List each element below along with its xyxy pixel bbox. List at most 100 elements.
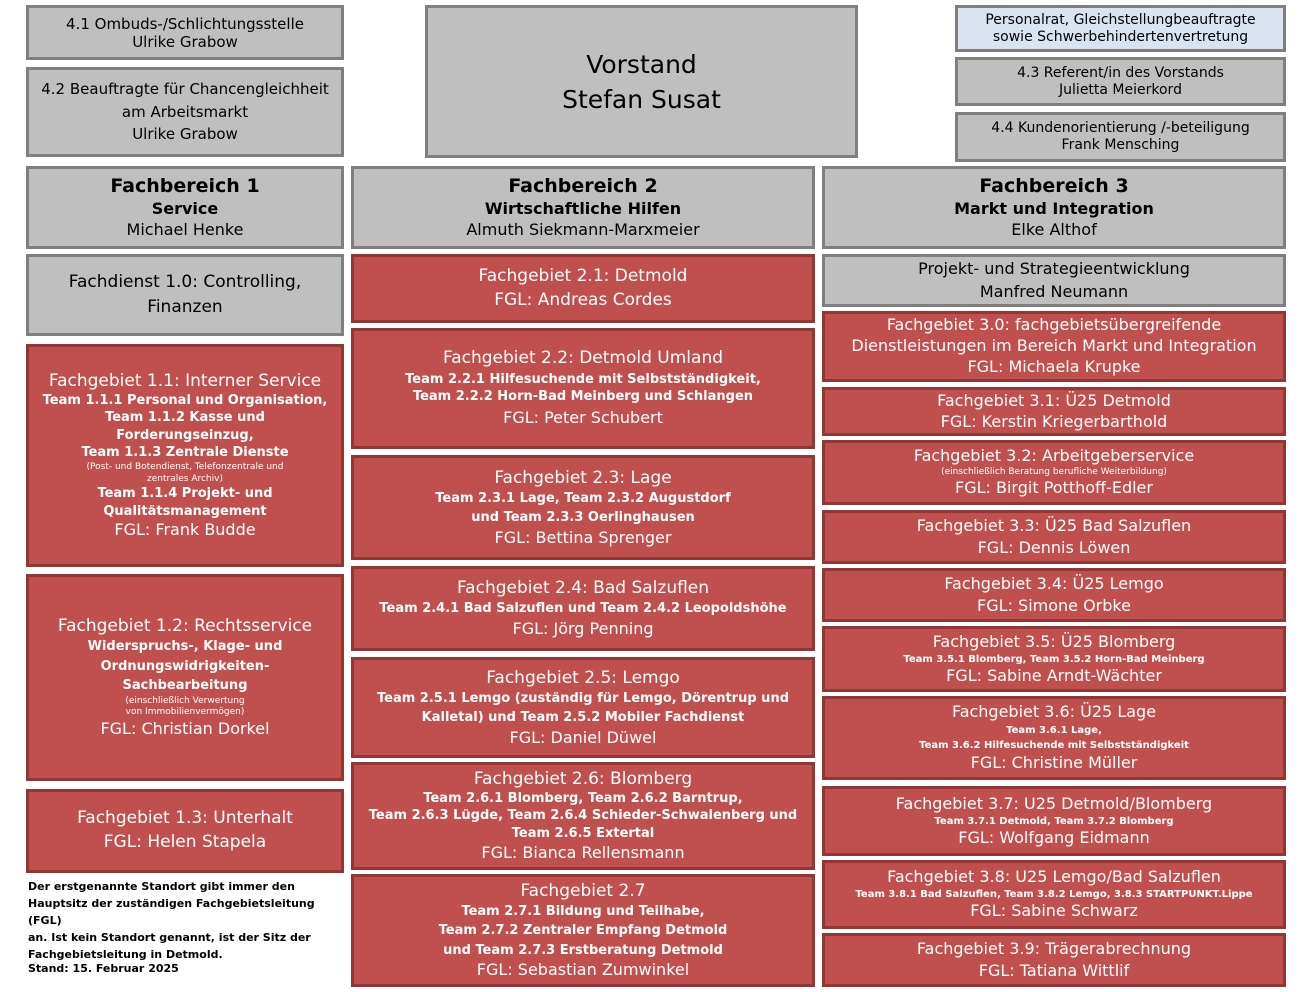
fachbereich-1-title: Fachbereich 1 bbox=[110, 175, 260, 198]
fachbereich-3-header: Fachbereich 3 Markt und Integration Elke… bbox=[822, 166, 1286, 249]
ombuds-title: 4.1 Ombuds-/Schlichtungsstelle bbox=[66, 14, 304, 33]
fachgebiet-1-1-team-line6: Qualitätsmanagement bbox=[103, 503, 267, 519]
fachgebiet-2-3-box: Fachgebiet 2.3: Lage Team 2.3.1 Lage, Te… bbox=[351, 455, 815, 560]
fachgebiet-2-7-team-line1: Team 2.7.1 Bildung und Teilhabe, bbox=[461, 903, 705, 919]
fachgebiet-1-3-box: Fachgebiet 1.3: Unterhalt FGL: Helen Sta… bbox=[26, 789, 344, 873]
fachbereich-3-subtitle: Markt und Integration bbox=[954, 199, 1154, 219]
fachgebiet-2-1-box: Fachgebiet 2.1: Detmold FGL: Andreas Cor… bbox=[351, 254, 815, 323]
fachgebiet-3-8-title: Fachgebiet 3.8: U25 Lemgo/Bad Salzuflen bbox=[887, 867, 1221, 887]
fachbereich-2-name: Almuth Siekmann-Marxmeier bbox=[466, 219, 700, 239]
fachgebiet-1-2-note-line1: (einschließlich Verwertung bbox=[125, 695, 245, 706]
fachgebiet-3-3-title: Fachgebiet 3.3: Ü25 Bad Salzuflen bbox=[916, 515, 1192, 535]
fachgebiet-3-2-note: (einschließlich Beratung berufliche Weit… bbox=[941, 466, 1167, 477]
vorstand-box: Vorstand Stefan Susat bbox=[425, 5, 858, 158]
fachgebiet-2-5-team-line1: Team 2.5.1 Lemgo (zuständig für Lemgo, D… bbox=[376, 690, 789, 706]
fachgebiet-1-2-line3: Sachbearbeitung bbox=[122, 678, 248, 694]
fachdienst-1-0-line2: Finanzen bbox=[147, 297, 223, 317]
projektentwicklung-name: Manfred Neumann bbox=[979, 281, 1129, 301]
fachgebiet-1-1-note-line1: (Post- und Botendienst, Telefonzentrale … bbox=[86, 462, 284, 472]
kundenorientierung-box: 4.4 Kundenorientierung /-beteiligung Fra… bbox=[955, 112, 1286, 162]
chancengleichheit-name: Ulrike Grabow bbox=[132, 125, 238, 144]
fachgebiet-2-5-fgl: FGL: Daniel Düwel bbox=[509, 727, 657, 747]
fachgebiet-2-3-team-line2: und Team 2.3.3 Oerlinghausen bbox=[471, 510, 695, 526]
fachgebiet-1-2-fgl: FGL: Christian Dorkel bbox=[100, 719, 270, 739]
projektentwicklung-title: Projekt- und Strategieentwicklung bbox=[918, 259, 1190, 279]
location-note-line1: Der erstgenannte Standort gibt immer den bbox=[28, 880, 295, 893]
location-note-line2: Hauptsitz der zuständigen Fachgebietslei… bbox=[28, 897, 315, 928]
fachgebiet-2-4-title: Fachgebiet 2.4: Bad Salzuflen bbox=[456, 578, 710, 599]
fachgebiet-2-6-team-line2: Team 2.6.3 Lügde, Team 2.6.4 Schieder-Sc… bbox=[368, 808, 798, 824]
chancengleichheit-subtitle: am Arbeitsmarkt bbox=[121, 102, 249, 121]
fachbereich-1-subtitle: Service bbox=[151, 199, 219, 219]
fachgebiet-2-5-team-line2: Kalletal) und Team 2.5.2 Mobiler Fachdie… bbox=[421, 710, 745, 726]
fachgebiet-1-2-line2: Ordnungswidrigkeiten- bbox=[100, 658, 270, 674]
fachgebiet-1-1-team-line5: Team 1.1.4 Projekt- und bbox=[97, 486, 273, 502]
fachbereich-1-header: Fachbereich 1 Service Michael Henke bbox=[26, 166, 344, 249]
fachgebiet-1-2-title: Fachgebiet 1.2: Rechtsservice bbox=[57, 616, 313, 637]
fachgebiet-3-9-fgl: FGL: Tatiana Wittlif bbox=[978, 961, 1130, 980]
fachgebiet-1-2-note-line2: von Immobilienvermögen) bbox=[125, 707, 245, 718]
fachgebiet-2-7-title: Fachgebiet 2.7 bbox=[520, 880, 646, 901]
fachgebiet-3-1-title: Fachgebiet 3.1: Ü25 Detmold bbox=[937, 390, 1171, 410]
fachgebiet-2-5-box: Fachgebiet 2.5: Lemgo Team 2.5.1 Lemgo (… bbox=[351, 657, 815, 758]
fachgebiet-2-6-title: Fachgebiet 2.6: Blomberg bbox=[473, 768, 693, 789]
projektentwicklung-box: Projekt- und Strategieentwicklung Manfre… bbox=[822, 254, 1286, 307]
fachgebiet-2-5-title: Fachgebiet 2.5: Lemgo bbox=[486, 667, 680, 688]
fachgebiet-3-3-fgl: FGL: Dennis Löwen bbox=[977, 538, 1131, 557]
fachgebiet-3-6-title: Fachgebiet 3.6: Ü25 Lage bbox=[951, 702, 1157, 722]
fachgebiet-2-7-fgl: FGL: Sebastian Zumwinkel bbox=[476, 960, 690, 980]
location-note-line3: an. Ist kein Standort genannt, ist der S… bbox=[28, 931, 311, 945]
fachgebiet-2-1-fgl: FGL: Andreas Cordes bbox=[494, 289, 672, 310]
fachbereich-2-title: Fachbereich 2 bbox=[508, 175, 658, 198]
fachbereich-3-title: Fachbereich 3 bbox=[979, 175, 1129, 198]
referent-box: 4.3 Referent/in des Vorstands Julietta M… bbox=[955, 57, 1286, 106]
fachgebiet-3-9-title: Fachgebiet 3.9: Trägerabrechnung bbox=[916, 938, 1192, 958]
fachgebiet-1-2-box: Fachgebiet 1.2: Rechtsservice Widerspruc… bbox=[26, 574, 344, 781]
fachbereich-2-subtitle: Wirtschaftliche Hilfen bbox=[484, 199, 682, 219]
fachgebiet-3-2-title: Fachgebiet 3.2: Arbeitgeberservice bbox=[913, 445, 1195, 465]
fachgebiet-3-8-team-line1: Team 3.8.1 Bad Salzuflen, Team 3.8.2 Lem… bbox=[855, 889, 1253, 900]
fachgebiet-3-7-box: Fachgebiet 3.7: U25 Detmold/Blomberg Tea… bbox=[822, 786, 1286, 856]
fachgebiet-3-5-team-line1: Team 3.5.1 Blomberg, Team 3.5.2 Horn-Bad… bbox=[903, 653, 1205, 665]
fachgebiet-3-2-box: Fachgebiet 3.2: Arbeitgeberservice (eins… bbox=[822, 440, 1286, 505]
fachgebiet-2-2-team-line2: Team 2.2.2 Horn-Bad Meinberg und Schlang… bbox=[412, 389, 754, 405]
fachdienst-1-0-line1: Fachdienst 1.0: Controlling, bbox=[68, 272, 302, 293]
chancengleichheit-box: 4.2 Beauftragte für Chancengleichheit am… bbox=[26, 67, 344, 157]
kundenorientierung-title: 4.4 Kundenorientierung /-beteiligung bbox=[991, 120, 1250, 137]
referent-name: Julietta Meierkord bbox=[1059, 81, 1182, 98]
fachgebiet-1-1-fgl: FGL: Frank Budde bbox=[114, 520, 256, 540]
stand-date: Stand: 15. Februar 2025 bbox=[28, 962, 179, 975]
personalrat-line1: Personalrat, Gleichstellungbeauftragte bbox=[985, 11, 1256, 28]
location-note: Der erstgenannte Standort gibt immer den… bbox=[28, 878, 348, 963]
fachgebiet-2-7-team-line2: Team 2.7.2 Zentraler Empfang Detmold bbox=[438, 923, 728, 939]
fachgebiet-2-2-team-line1: Team 2.2.1 Hilfesuchende mit Selbstständ… bbox=[405, 371, 761, 387]
fachdienst-1-0-box: Fachdienst 1.0: Controlling, Finanzen bbox=[26, 254, 344, 336]
fachgebiet-1-3-fgl: FGL: Helen Stapela bbox=[103, 832, 267, 852]
fachbereich-3-name: Elke Althof bbox=[1011, 219, 1097, 239]
fachgebiet-2-4-box: Fachgebiet 2.4: Bad Salzuflen Team 2.4.1… bbox=[351, 566, 815, 651]
kundenorientierung-name: Frank Mensching bbox=[1061, 137, 1180, 153]
fachgebiet-3-5-fgl: FGL: Sabine Arndt-Wächter bbox=[946, 665, 1162, 685]
fachgebiet-2-6-fgl: FGL: Bianca Rellensmann bbox=[481, 842, 685, 862]
fachgebiet-3-0-box: Fachgebiet 3.0: fachgebietsübergreifende… bbox=[822, 311, 1286, 382]
fachgebiet-2-2-fgl: FGL: Peter Schubert bbox=[503, 407, 663, 427]
fachbereich-2-header: Fachbereich 2 Wirtschaftliche Hilfen Alm… bbox=[351, 166, 815, 249]
fachgebiet-3-4-title: Fachgebiet 3.4: Ü25 Lemgo bbox=[944, 573, 1164, 593]
fachgebiet-2-3-team-line1: Team 2.3.1 Lage, Team 2.3.2 Augustdorf bbox=[435, 490, 731, 506]
fachgebiet-2-7-team-line3: und Team 2.7.3 Erstberatung Detmold bbox=[443, 942, 723, 958]
fachgebiet-2-7-box: Fachgebiet 2.7 Team 2.7.1 Bildung und Te… bbox=[351, 874, 815, 987]
fachgebiet-2-2-box: Fachgebiet 2.2: Detmold Umland Team 2.2.… bbox=[351, 328, 815, 449]
personalrat-box: Personalrat, Gleichstellungbeauftragte s… bbox=[955, 5, 1286, 52]
fachgebiet-1-1-note-line2: zentrales Archiv) bbox=[147, 473, 223, 484]
fachgebiet-2-6-team-line3: Team 2.6.5 Extertal bbox=[511, 826, 655, 841]
fachgebiet-1-1-team-line2: Team 1.1.2 Kasse und bbox=[105, 410, 265, 426]
fachgebiet-1-1-team-line3: Forderungseinzug, bbox=[116, 427, 254, 443]
personalrat-line2: sowie Schwerbehindertenvertretung bbox=[992, 28, 1249, 45]
ombuds-name: Ulrike Grabow bbox=[132, 32, 238, 51]
fachgebiet-3-9-box: Fachgebiet 3.9: Trägerabrechnung FGL: Ta… bbox=[822, 933, 1286, 987]
fachgebiet-2-3-title: Fachgebiet 2.3: Lage bbox=[494, 467, 672, 488]
fachgebiet-3-6-team-line1: Team 3.6.1 Lage, bbox=[1006, 725, 1102, 736]
fachgebiet-1-1-team-line4: Team 1.1.3 Zentrale Dienste bbox=[81, 445, 289, 461]
fachgebiet-3-2-fgl: FGL: Birgit Potthoff-Edler bbox=[955, 478, 1153, 498]
fachgebiet-3-4-fgl: FGL: Simone Orbke bbox=[977, 596, 1131, 615]
